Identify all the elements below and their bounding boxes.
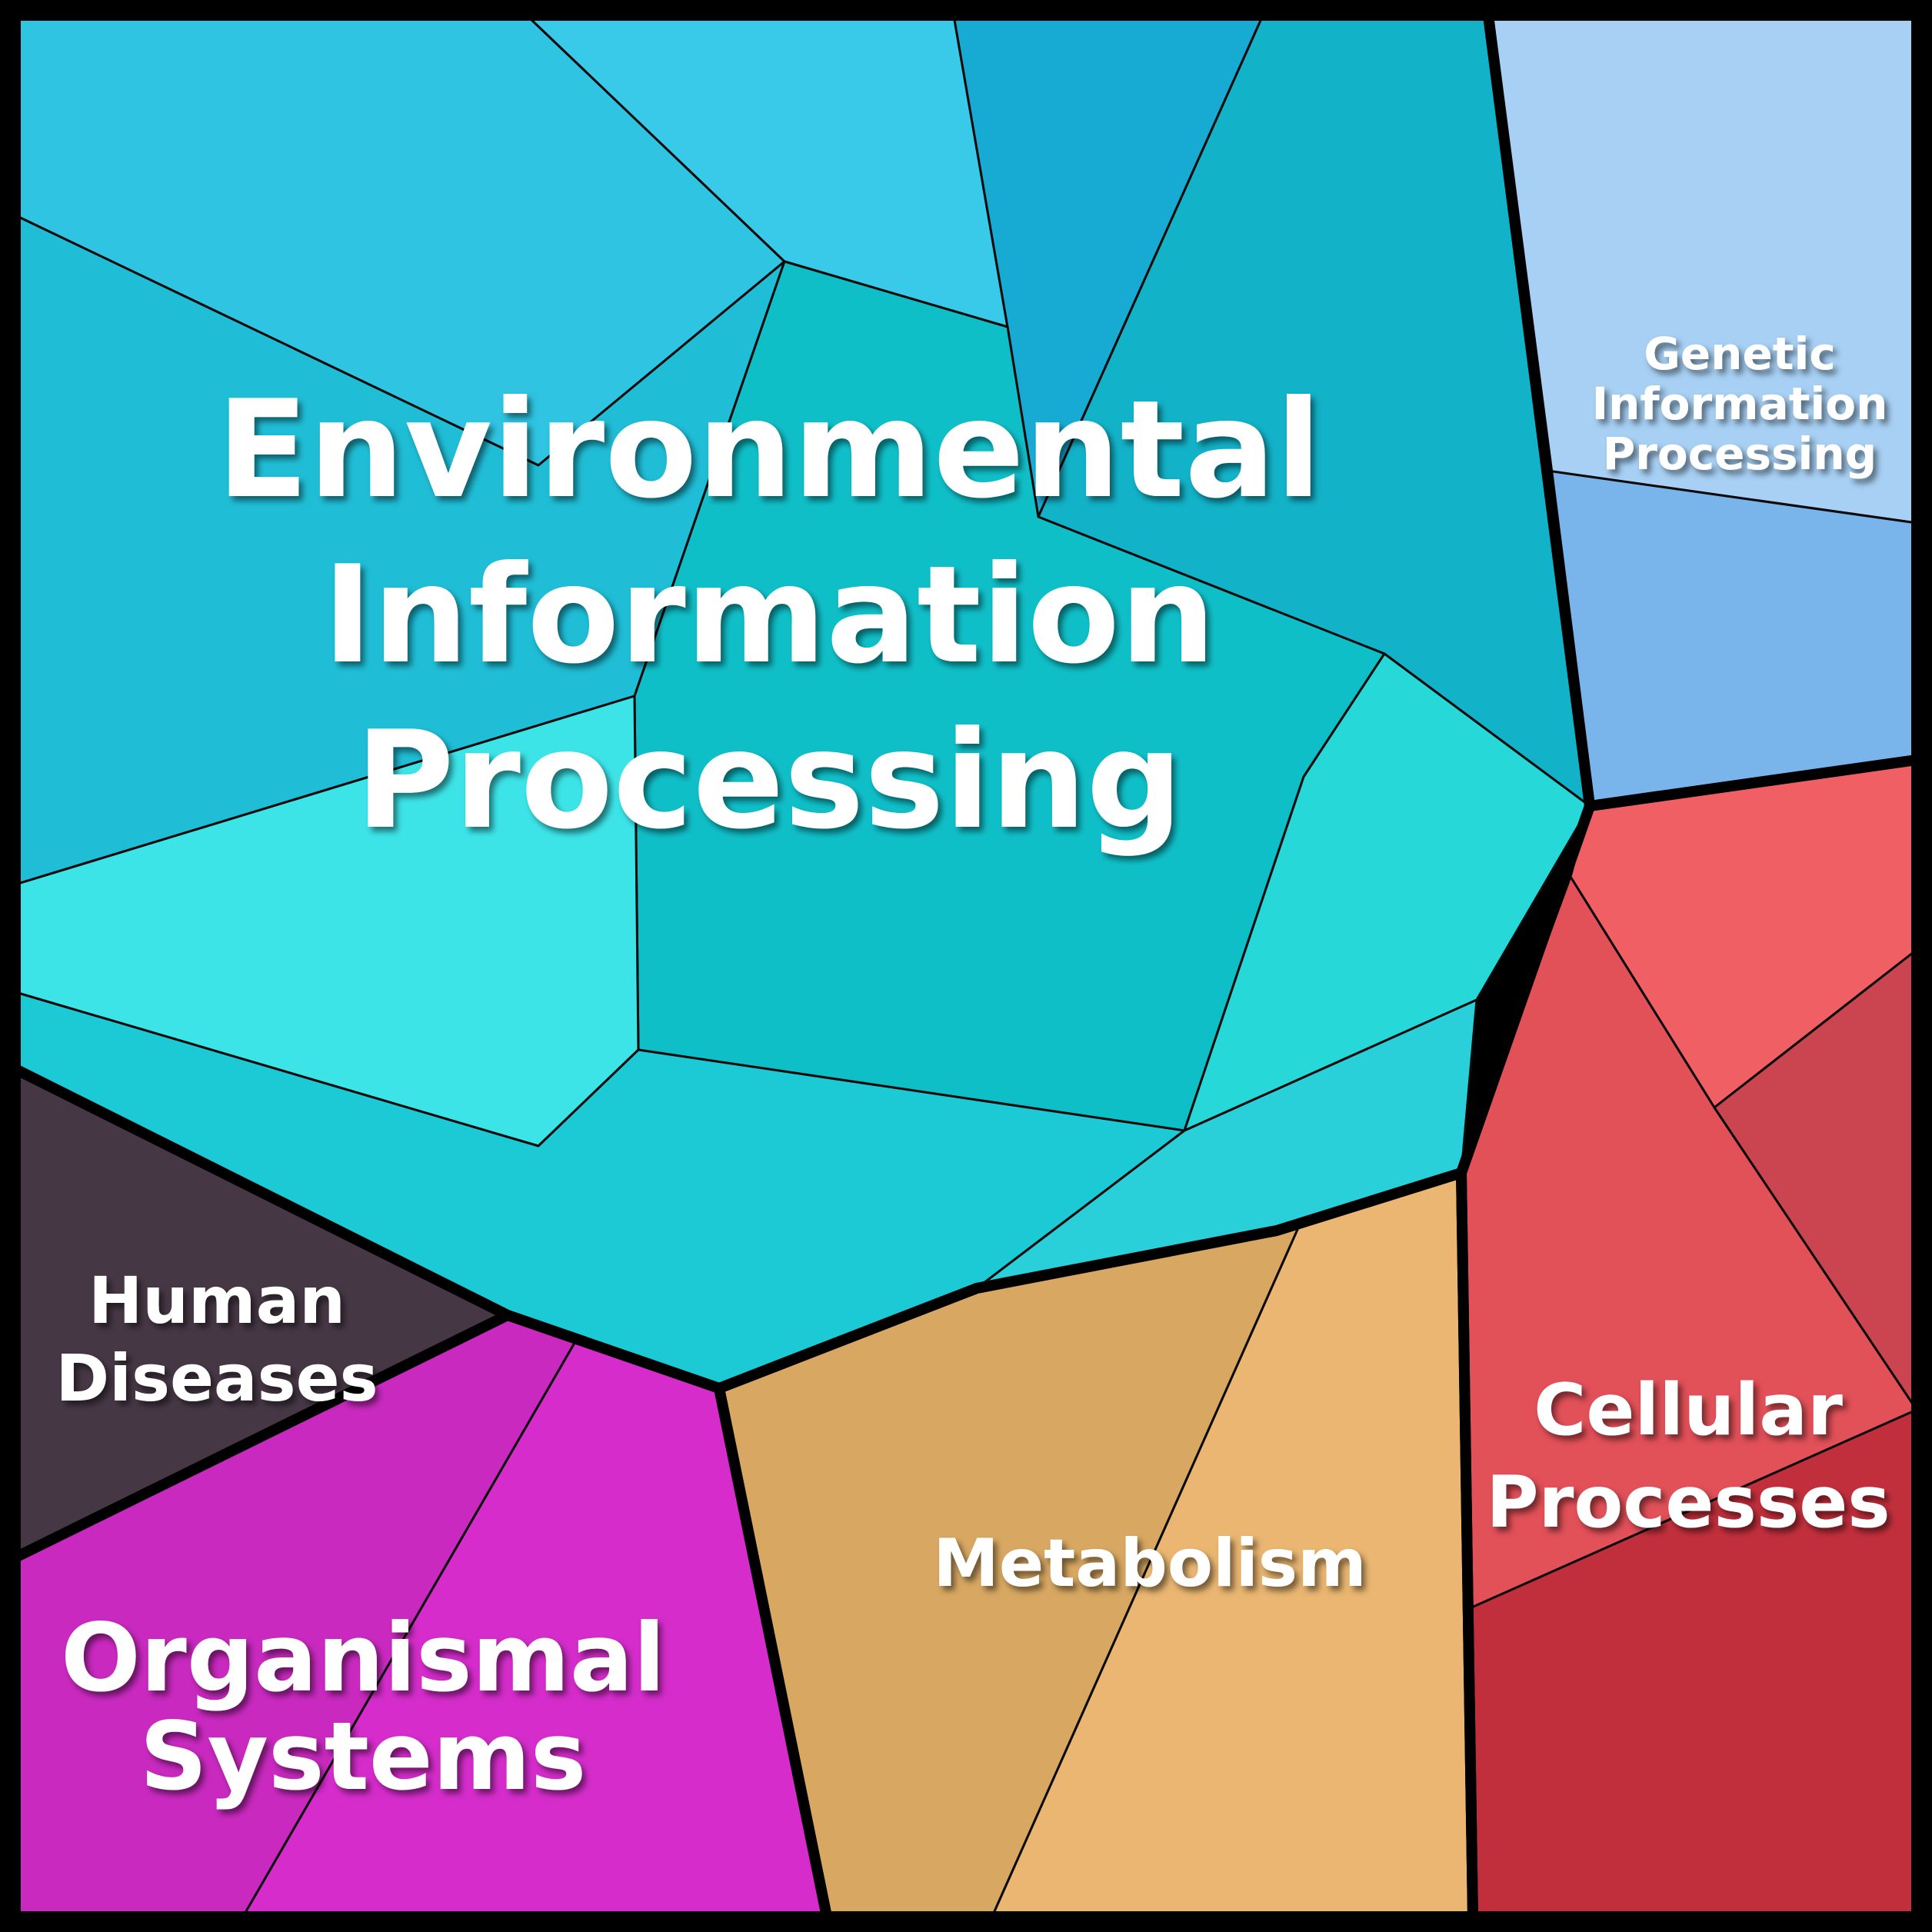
label-metabolism: Metabolism (933, 1525, 1366, 1602)
cell-genetic-information-processing-2 (1546, 469, 1918, 808)
cell-environmental-information-processing-7 (1183, 652, 1591, 1132)
region-genetic-information-processing (1487, 14, 1918, 808)
